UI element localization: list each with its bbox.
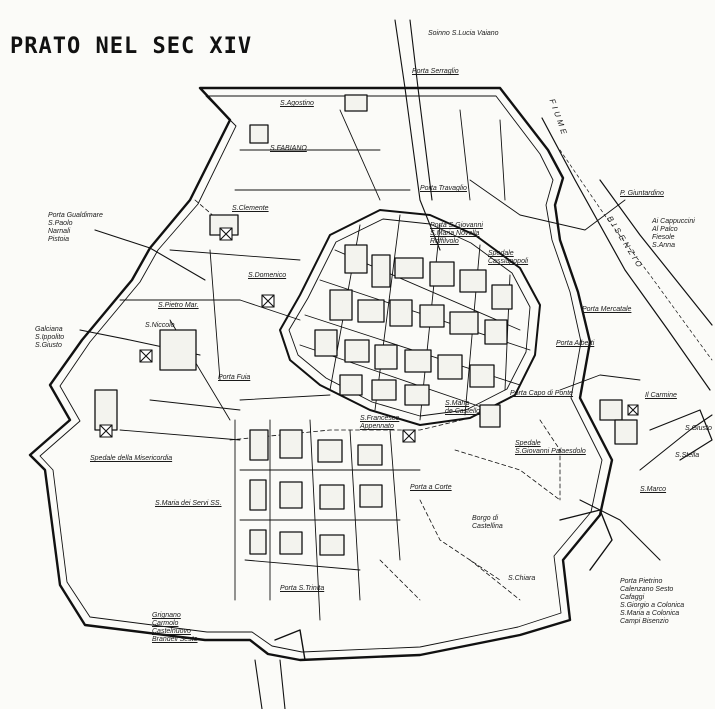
river-bank-east [599,179,713,326]
label-niccolo: S.Niccolo [145,322,175,329]
map-title: PRATO NEL SEC XIV [10,34,253,59]
label-fabiano: S.FABIANO [270,145,307,152]
label-porta-capo: Porta Capo di Ponte [510,390,574,397]
church-marker-misericordia-icon [99,424,113,438]
label-pietro: S.Pietro Mar. [158,302,199,309]
label-grignano: Grignano Carmolo Castelnuovo Brandeli Se… [152,612,198,643]
label-francesco: S.Francesco Appennato [360,415,400,430]
label-spedale-cassia: Spedale Cassiapopoli [488,250,529,265]
inner-ring [279,209,541,426]
label-domenico: S.Domenico [248,272,287,279]
label-spedale-misericordia: Spedale della Misericordia [90,455,173,462]
label-porta-mercatale: Porta Mercatale [582,306,632,313]
label-agostino: S.Agostino [280,100,314,107]
label-marco: S.Marco [640,486,667,493]
label-lucia: Soinno S.Lucia Vaiano [428,30,499,37]
label-maria-castello: S.Maria de Castello [445,400,481,415]
church-marker-s-niccolo-icon [139,349,153,363]
label-trinita: Porta S.Trinita [280,585,325,592]
label-porta-alberti: Porta Alberti [556,340,595,347]
river-bank-west [541,117,711,391]
label-porta-giovanni: Porta S.Giovanni S.Maria Novella Roffilv… [430,222,483,245]
label-giuntaldo: P. Giuntardino [620,190,664,197]
city-wall [28,86,614,662]
church-marker-s-domenico-icon [261,294,275,308]
label-porta-gualdimare: Porta Gualdimare S.Paolo Narnali Pistoia [48,212,103,243]
label-clemente: S.Clemente [232,205,269,212]
label-porta-travaglio: Porta Travaglio [420,185,467,192]
label-giusto-right: S.Giusto [685,425,712,432]
label-servi: S.Maria dei Servi SS. [155,500,222,507]
label-porta-serraglio: Porta Serraglio [412,68,459,75]
church-marker-s-francesco-icon [402,429,416,443]
label-porta-corte: Porta a Corte [410,484,452,491]
label-chiara: S.Chiara [508,575,536,582]
label-spedale-giovanni: Spedale S.Giovanni Palaesdolo [515,440,586,455]
label-galciana: Galciana S.Ippolito S.Giusto [35,326,65,349]
label-carmine: Il Carmine [645,392,677,399]
label-porta-pietro: Porta Pietrino Calenzano Sesto Cafaggi S… [620,578,685,625]
church-marker-s-clemente-icon [219,227,233,241]
label-cappuccini: Ai Cappuccini Al Palco Fiesole S.Anna [652,218,695,249]
church-marker-carmine-icon [627,404,639,416]
label-porta-fuia: Porta Fuia [218,374,251,381]
label-borgo: Borgo di Castellina [472,515,503,530]
label-stella: S.Stella [675,452,700,459]
